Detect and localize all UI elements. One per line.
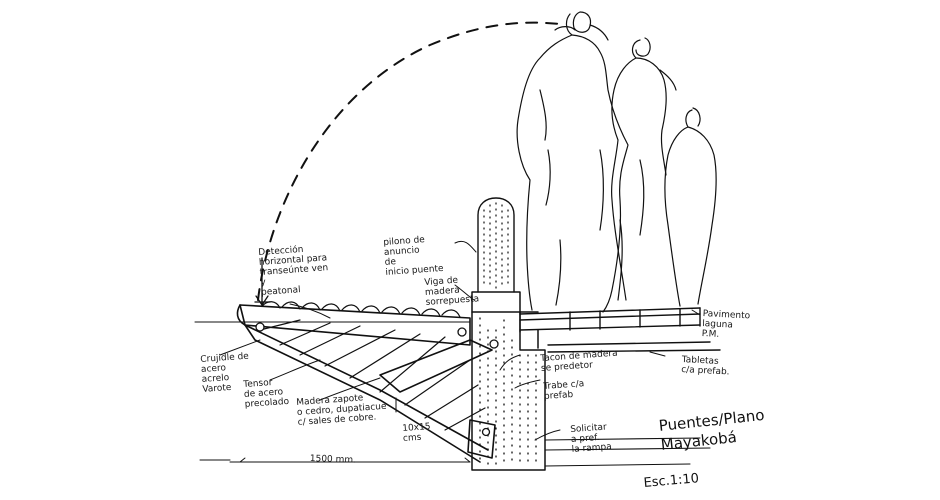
note-trabe: Trabe c/a prefab: [543, 379, 585, 402]
note-pavement: Pavimento laguna P.M.: [701, 309, 751, 340]
note-solicitor: Solicitar a pref. la rampa: [570, 422, 613, 455]
note-pillar: pilono de anuncio de inicio puente: [383, 235, 444, 278]
swing-arc: [257, 21, 561, 301]
note-tablets: Tabletas c/a prefab.: [680, 355, 730, 378]
dimension-arrows: [239, 457, 471, 463]
bolts: [255, 322, 499, 437]
note-timber: Madera zapote o cedro, dupatiacue c/ sal…: [296, 393, 387, 428]
pillar: [477, 197, 515, 293]
bridge-deck: [236, 304, 496, 463]
foundation-stipple: [479, 317, 537, 466]
detection-marker: [254, 257, 271, 306]
note-post: 10x15 cms: [402, 422, 431, 444]
note-tensors: Tensor de acero precolado: [243, 377, 290, 410]
note-dimension: 1500 mm.: [309, 454, 357, 466]
note-beam: Viga de madera sorrepuesta: [424, 275, 480, 308]
people-icon: [516, 11, 717, 313]
pillar-stipple: [483, 202, 509, 289]
leader-lines: [219, 240, 701, 441]
pavement: [519, 307, 721, 353]
deck-hatching: [259, 301, 486, 431]
note-detection: Detección horizontal para transeúnte ven…: [258, 244, 329, 298]
